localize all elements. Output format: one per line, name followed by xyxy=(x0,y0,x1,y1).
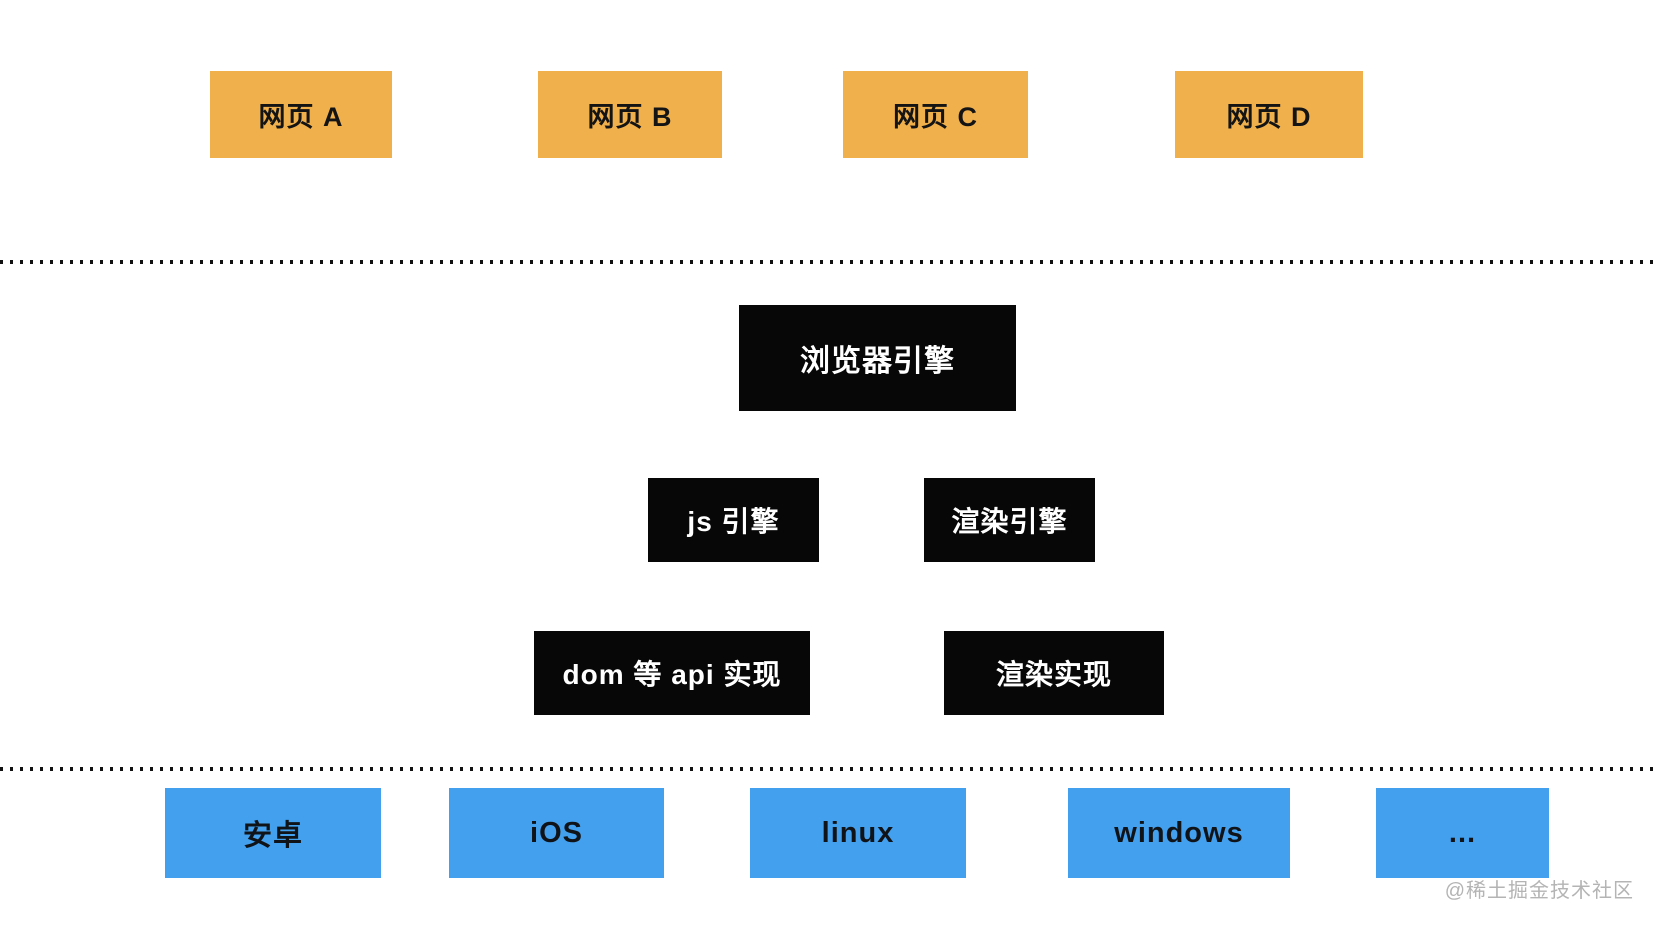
webpage-c-box: 网页 C xyxy=(843,71,1028,158)
juejin-watermark: @稀土掘金技术社区 xyxy=(1444,880,1634,902)
platform-ios-box: iOS xyxy=(449,788,664,878)
platform-android-box: 安卓 xyxy=(165,788,381,878)
js-engine-box: js 引擎 xyxy=(648,478,819,562)
platform-more-box: ... xyxy=(1376,788,1549,878)
browser-engine-box: 浏览器引擎 xyxy=(739,305,1016,411)
render-engine-box: 渲染引擎 xyxy=(924,478,1095,562)
webpage-b-box: 网页 B xyxy=(538,71,722,158)
webpage-a-box: 网页 A xyxy=(210,71,392,158)
render-implementation-box: 渲染实现 xyxy=(944,631,1164,715)
dotted-divider-bottom xyxy=(0,767,1656,771)
platform-windows-box: windows xyxy=(1068,788,1290,878)
platform-linux-box: linux xyxy=(750,788,966,878)
dom-api-implementation-box: dom 等 api 实现 xyxy=(534,631,810,715)
dotted-divider-top xyxy=(0,260,1656,264)
webpage-d-box: 网页 D xyxy=(1175,71,1363,158)
